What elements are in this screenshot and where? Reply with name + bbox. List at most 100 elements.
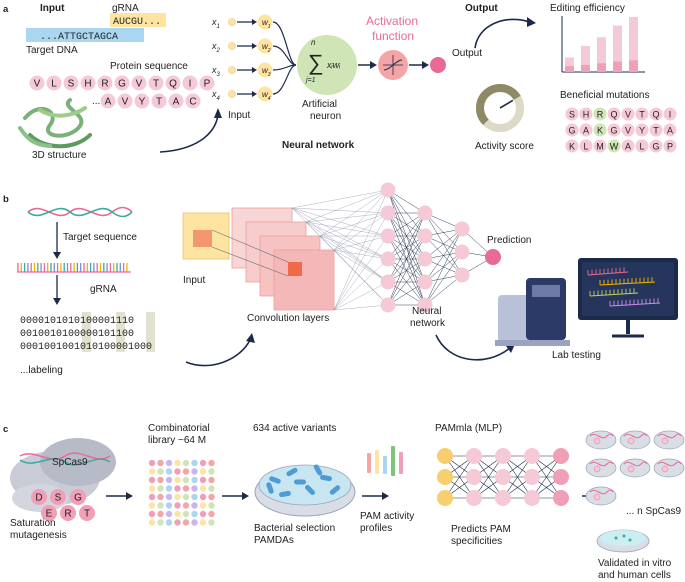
panel-c-letter: c [3,424,8,435]
library-dot [191,476,198,484]
mutation-residue [593,139,607,153]
arrowhead [252,67,257,73]
residue-circle [199,75,215,91]
cell [622,534,626,538]
library-dot [199,502,207,509]
prediction-node [485,249,501,265]
variant-dish [585,458,617,478]
cas9-residue [31,489,47,505]
output-arrow-up [474,18,531,49]
library-dot [174,459,181,467]
matrix-to-cnn-arrow [185,339,251,367]
dense-connection [387,235,426,306]
library-dot [182,493,190,501]
grna-b-label: gRNA [90,284,117,295]
mutation-letter: K [597,126,603,136]
weight-sub: 1 [268,24,271,30]
residue-letter: S [68,79,75,90]
variant-dish-dna [589,461,614,467]
mutation-residue [663,107,677,121]
variant-dish-dna [589,489,614,495]
input-x-sub: 3 [217,72,221,78]
mutation-letter: T [653,126,659,136]
arrowhead [422,61,429,69]
mlp-node [437,490,453,506]
library-dot [174,468,181,475]
panel-b-letter: b [3,194,9,205]
dense-connection [387,212,426,306]
variant-dish-protein [661,437,669,445]
library-dot [157,502,164,509]
instrument-base [495,340,570,346]
lab-testing-label: Lab testing [552,350,601,361]
mutation-letter: V [625,110,631,120]
library-dot [148,459,156,467]
mutation-letter: H [583,110,590,120]
residue-letter: P [204,79,211,90]
input-node [228,42,236,50]
cnn-input-block [182,212,230,260]
dense-connection [424,228,463,306]
mutation-residue [635,139,649,153]
weight-node [257,38,273,54]
library-dot [157,519,164,526]
input-header: Input [40,3,65,14]
mutation-residue [565,107,579,121]
activity-gauge [476,84,524,132]
mutation-letter: V [625,126,631,136]
output-header: Output [465,3,498,14]
arrowhead [214,108,222,118]
mutation-letter: G [568,126,575,136]
dense-node [380,228,396,244]
residue-letter: Q [169,79,177,90]
target-sequence-barcode [17,263,131,273]
conv-to-dense-line [319,235,389,260]
mutation-letter: R [597,110,604,120]
mutation-residue [607,123,621,137]
dense-node [380,274,396,290]
library-dot [208,510,215,518]
mlp-node [495,448,511,464]
library-dot [165,485,173,492]
validation-dish-medium [600,530,646,546]
grna-label: gRNA [112,3,139,14]
labeling-label: ...labeling [20,365,63,376]
conv-to-dense-line [333,249,389,283]
residue-circle [117,93,133,109]
mutation-letter: M [596,142,604,152]
library-dot [199,510,207,518]
variant-dish [653,458,685,478]
cell [628,538,632,542]
residue-letter: V [122,97,129,108]
library-dot [165,510,173,518]
bacterial-label-1: Bacterial selection [254,523,335,534]
conv-to-dense-line [305,189,389,223]
mutation-letter: K [569,142,575,152]
cnn-input-kernel [193,230,212,247]
arrowhead [126,492,133,500]
library-dot [174,502,181,509]
pam-profile-bar [367,453,371,473]
arrowhead [242,492,249,500]
residue-circle [80,75,96,91]
arrowhead [382,492,389,500]
library-dot [191,468,198,475]
dense-connection [387,258,426,306]
protein-structure-icon [18,98,92,149]
input-node [228,90,236,98]
library-dot [148,476,156,484]
variant-dish-protein [593,437,601,445]
library-dot [165,519,173,526]
mutation-letter: A [667,126,673,136]
kernel-projection-line [211,229,289,263]
bacterium [305,485,315,495]
binary-highlight [116,312,125,352]
arrowhead [53,252,61,259]
library-dot [157,468,164,475]
bacterium [269,476,281,484]
mutation-highlight [593,107,607,121]
activation-label-1: Activation [366,14,418,28]
